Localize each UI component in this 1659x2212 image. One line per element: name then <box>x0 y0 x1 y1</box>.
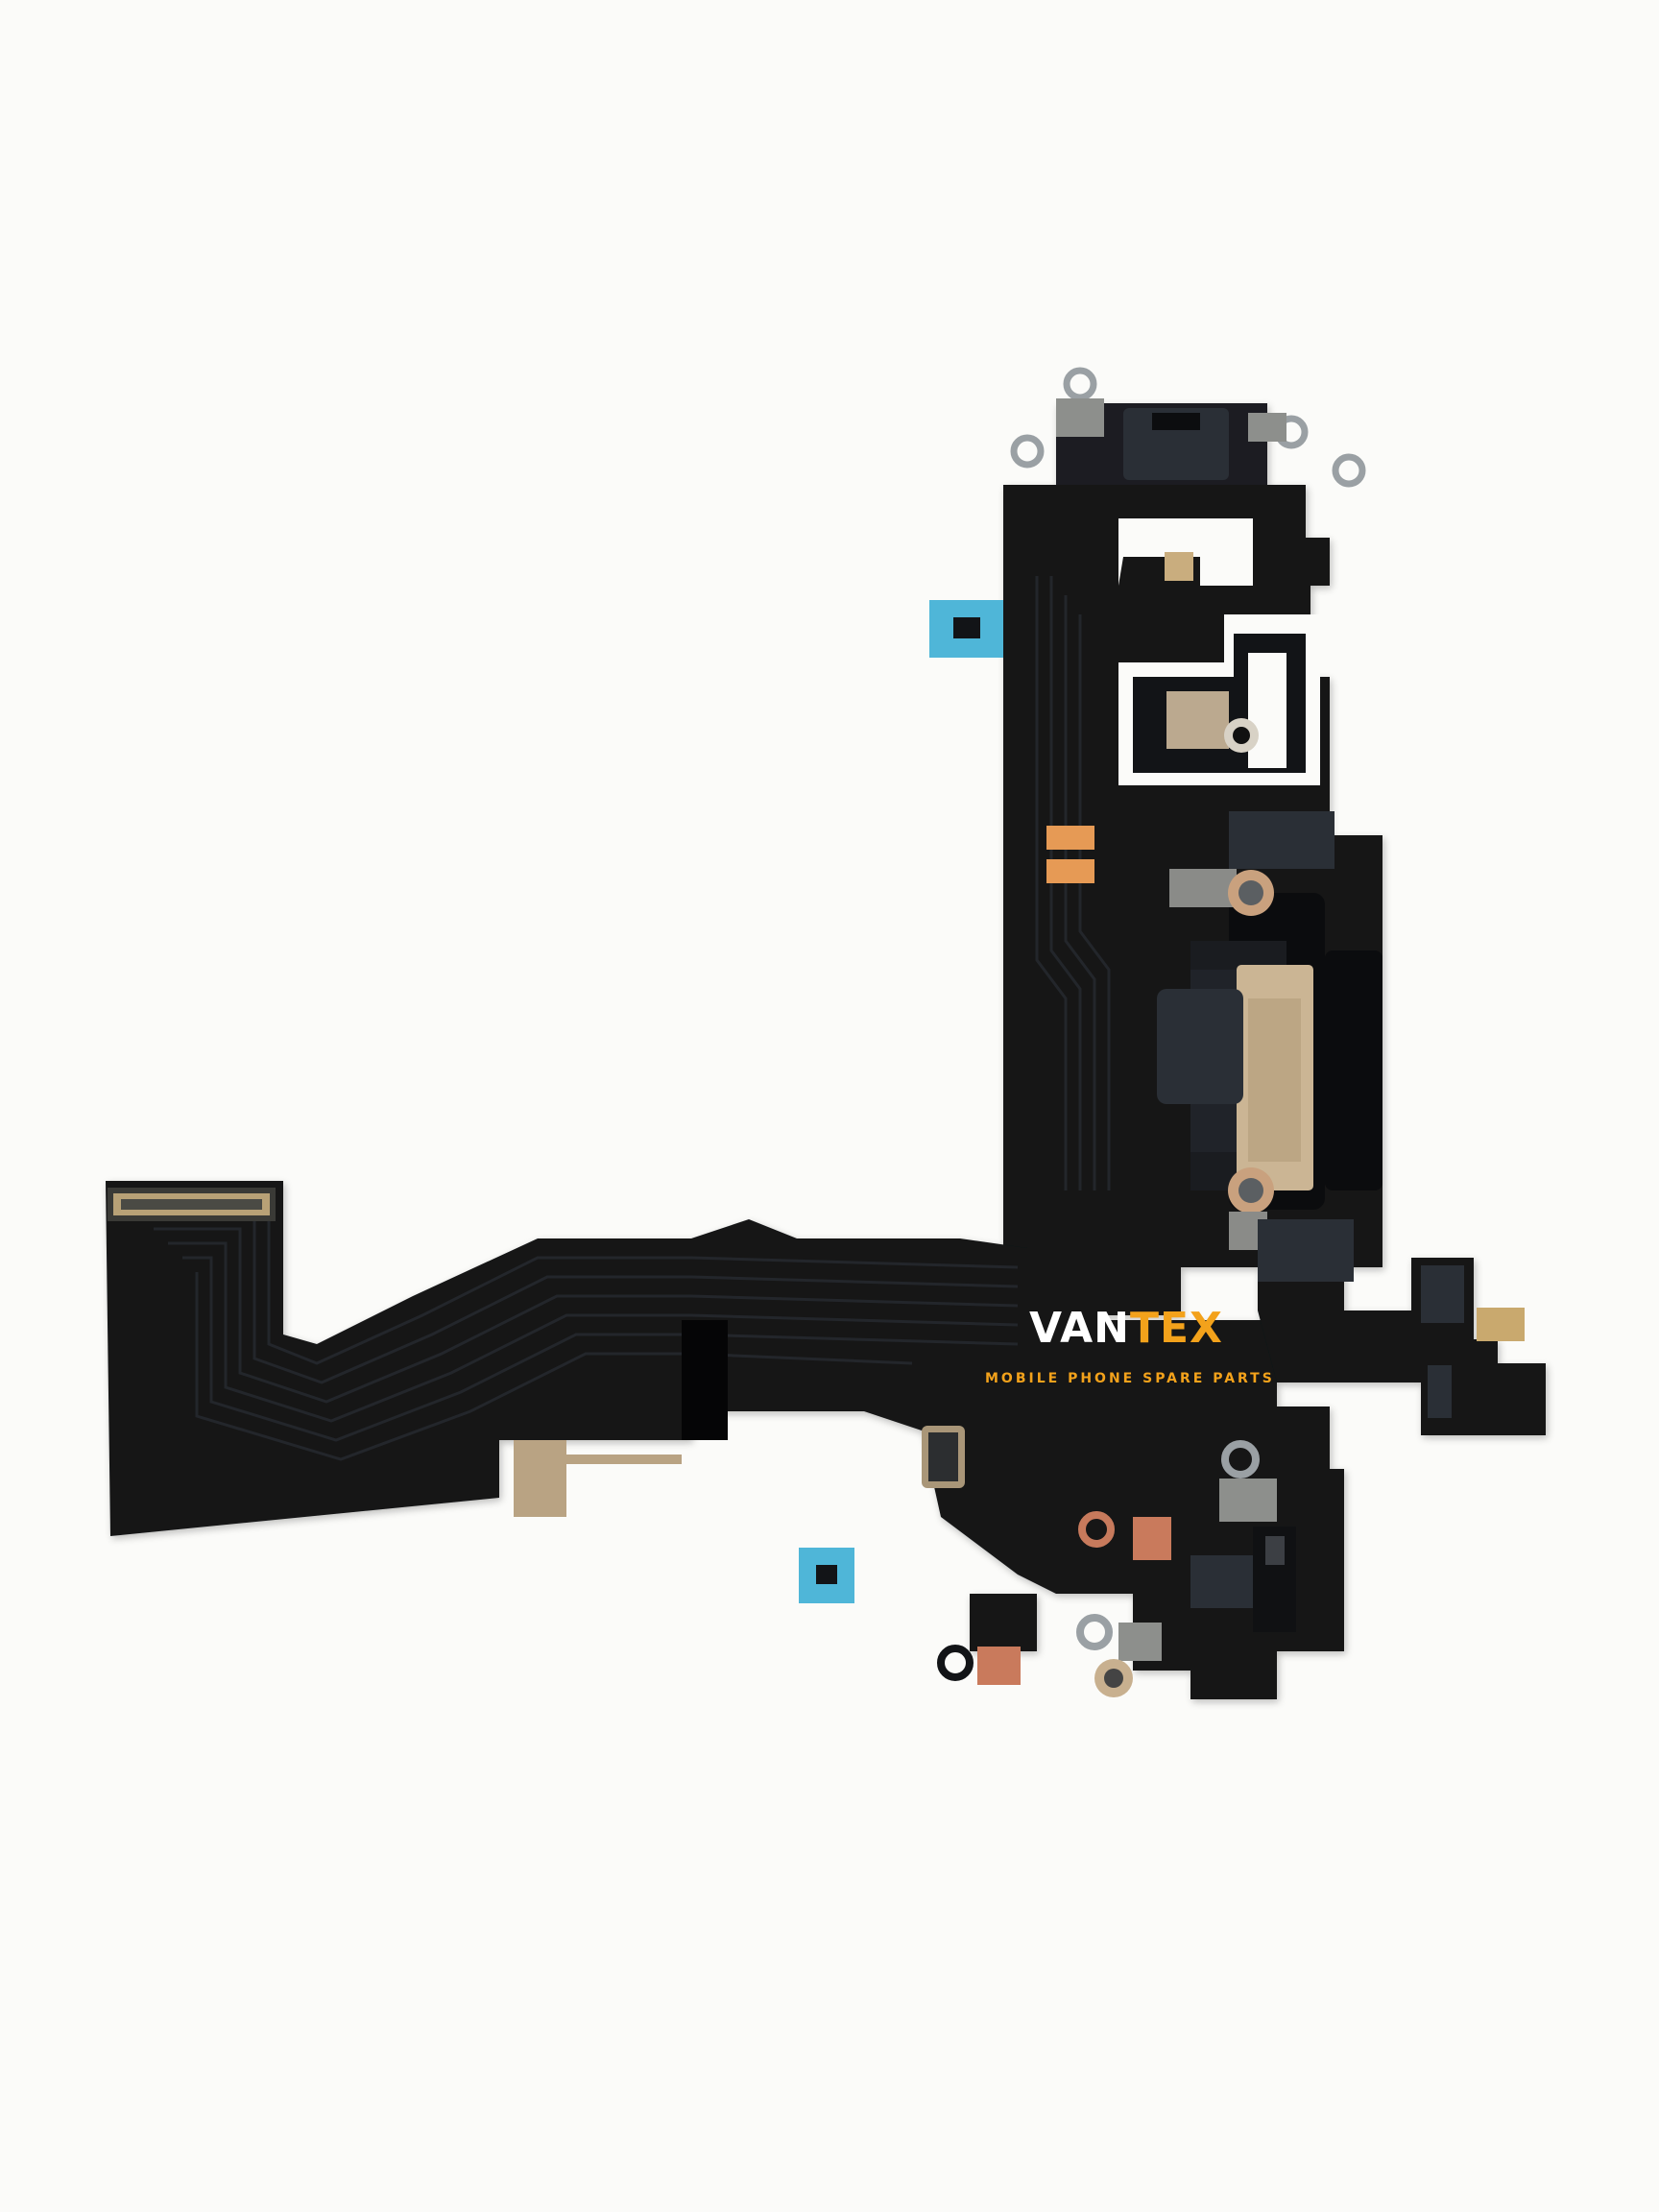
brand-part-2: TEX <box>1129 1304 1223 1353</box>
watermark-brand: VANTEX <box>1029 1308 1223 1350</box>
lower-module-hardware <box>937 1440 1296 1697</box>
gold-pad-top <box>1165 552 1193 581</box>
right-arm <box>1258 1258 1546 1435</box>
gold-stiffener <box>514 1440 682 1517</box>
port-screws <box>1169 869 1274 1250</box>
chip-board-3 <box>1258 1219 1354 1282</box>
watermark-tagline: MOBILE PHONE SPARE PARTS <box>985 1371 1275 1386</box>
chip-board-2 <box>1157 989 1243 1104</box>
black-tape <box>682 1320 728 1440</box>
dock-black-housing <box>1325 950 1382 1190</box>
pcb-traces <box>125 576 1111 1461</box>
bottom-tab <box>970 1594 1037 1651</box>
proximity-bracket <box>1166 691 1259 753</box>
orange-pad-2 <box>1046 859 1094 883</box>
orange-pad-1 <box>1046 826 1094 850</box>
board-connector <box>108 1188 276 1221</box>
brand-part-1: VAN <box>1029 1304 1130 1353</box>
top-earpiece-hardware <box>1010 367 1366 488</box>
mic-module <box>1421 1265 1525 1418</box>
proximity-gap <box>1248 653 1286 768</box>
chip-board <box>1229 811 1334 869</box>
